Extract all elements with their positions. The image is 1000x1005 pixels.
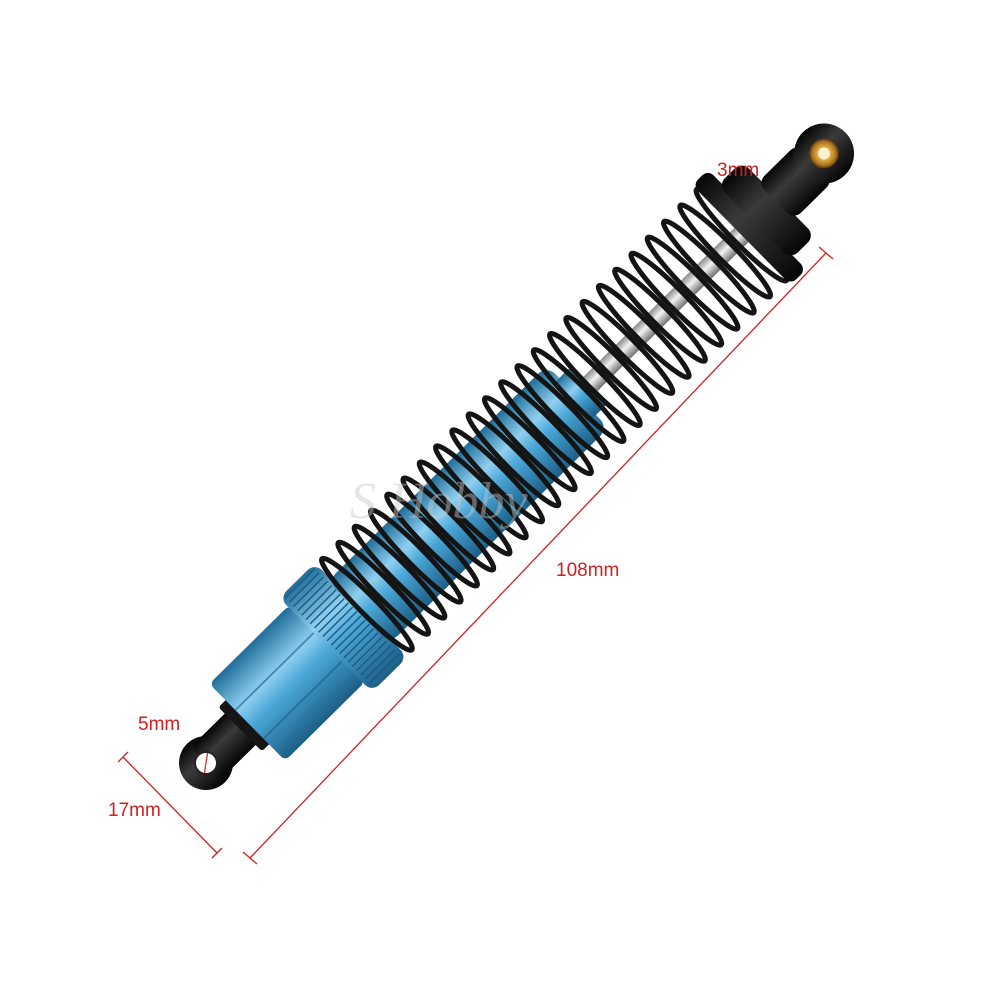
top-eyelet (761, 123, 855, 216)
knurl-ridge (351, 636, 383, 667)
knurl-ridge (318, 602, 350, 633)
length-dimension-line (249, 252, 827, 859)
width-tick-right (211, 847, 223, 859)
top-retainer (695, 165, 811, 282)
width-dimension-line (122, 756, 218, 854)
body-width-dimension-label: 17mm (108, 800, 161, 821)
knurl-ridge (301, 585, 333, 616)
adjuster-ring (283, 567, 404, 688)
knurl-ridge (364, 649, 396, 680)
knurl-ridge (309, 593, 341, 625)
watermark: S Hobby (350, 473, 528, 530)
spring-coil (351, 523, 448, 621)
spring-coil (481, 395, 578, 493)
coil-spring (319, 186, 790, 653)
spring-coil (530, 347, 627, 445)
knurl-ridge (339, 623, 371, 655)
spring-coil (546, 330, 643, 429)
spring-coil (335, 539, 432, 637)
lower-body (211, 607, 363, 759)
spring-coil (563, 314, 660, 412)
knurl-ridge (334, 619, 366, 650)
spring-coil (677, 202, 774, 300)
spring-coil (367, 507, 464, 605)
spring-coil (660, 218, 757, 316)
knurl-ridge (305, 589, 337, 620)
spring-coil (319, 555, 415, 653)
spring-coil (595, 282, 692, 380)
knurl-ridge (313, 598, 345, 629)
knurl-ridge (360, 644, 392, 676)
spring-coil (416, 459, 513, 557)
spring-coil (433, 443, 529, 541)
bottom-hole-dimension-label: 5mm (138, 714, 181, 735)
knurl-ridge (297, 580, 328, 612)
knurl-ridge (347, 632, 379, 663)
knurl-ridge (288, 572, 320, 603)
spring-coil (498, 379, 594, 477)
length-tick-bottom (242, 851, 258, 865)
knurl-ridge (292, 576, 324, 608)
knurl-ridge (284, 568, 316, 599)
knurl-ridge (330, 615, 362, 646)
length-tick-top (818, 246, 834, 260)
knurl-ridge (343, 627, 375, 659)
spring-coil (465, 411, 562, 509)
spring-coil (644, 234, 741, 332)
knurl-ridge (326, 610, 358, 642)
width-tick-left (117, 751, 129, 763)
spring-coil (612, 266, 708, 364)
length-dimension-label: 108mm (556, 560, 620, 581)
spring-coil (400, 475, 497, 573)
spring-coil (628, 250, 725, 348)
knurl-ridge (322, 606, 354, 638)
knurl-ridge (356, 640, 387, 672)
spring-coil (384, 491, 480, 589)
top-hole-dimension-label: 3mm (717, 160, 760, 181)
dimension-lines (117, 246, 834, 865)
knurl-ridge (368, 653, 400, 685)
